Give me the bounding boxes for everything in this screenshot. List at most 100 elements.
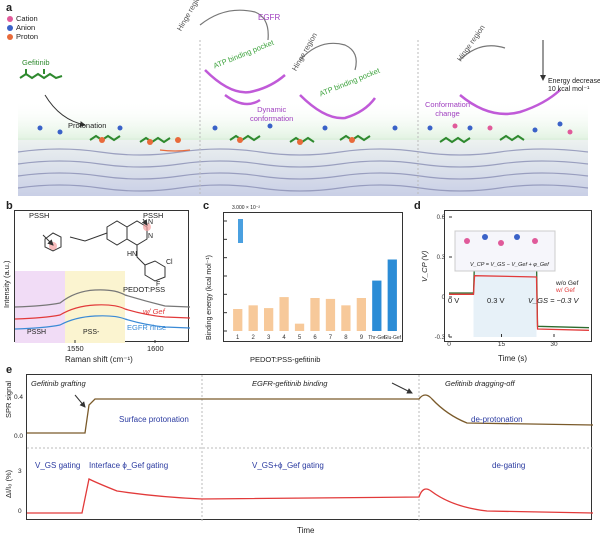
panel-label-c: c	[203, 200, 210, 212]
annot-vgs: V_GS = −0.3 V	[528, 296, 579, 305]
ion-dot	[532, 238, 538, 244]
bar-label-2: 2	[252, 335, 256, 341]
bar-9	[356, 298, 366, 331]
bar-7	[325, 298, 336, 331]
phase-deprotonation: de-protonation	[471, 415, 523, 424]
bar-8	[341, 305, 351, 331]
di-trace	[27, 478, 594, 514]
bar-1	[233, 309, 243, 331]
bar-label-7: 7	[329, 335, 333, 341]
colorbar-label-top: 3.000 × 10⁻²	[232, 205, 261, 211]
bar-label-1: 1	[236, 335, 240, 341]
atom-hn: HN	[127, 251, 138, 258]
panel-a-illustration	[7, 9, 589, 196]
ytick-label: 0.6	[437, 215, 446, 221]
panel-label-b: b	[6, 200, 13, 212]
di-tick-3: 3	[18, 468, 22, 475]
spr-tick-00: 0.0	[14, 433, 24, 440]
bar-label-3: 3	[267, 335, 271, 341]
phase-vgs: V_GS gating	[35, 461, 81, 470]
ion-dot	[498, 240, 504, 246]
bar-6	[310, 298, 320, 331]
ytick-label: -0.3	[435, 335, 446, 341]
xtick-label: 0	[447, 341, 451, 348]
phase-combined: V_GS+ϕ_Gef gating	[252, 461, 324, 470]
raman-ylabel: Intensity (a.u.)	[2, 260, 11, 308]
vcp-xlabel: Time (s)	[498, 354, 528, 363]
bar-Thr-Gef	[372, 280, 382, 331]
region-pssh: PSSH	[27, 329, 47, 336]
label-grafting: Gefitinib grafting	[31, 379, 86, 388]
raman-xtick-1550: 1550	[67, 344, 84, 353]
bar-label-5: 5	[298, 335, 302, 341]
gefitinib-label: Gefitinib	[22, 58, 50, 67]
panel-e-frame: Gefitinib grafting EGFR-gefitinib bindin…	[26, 374, 594, 521]
annot-03v: 0.3 V	[487, 296, 505, 305]
ion-dot	[514, 234, 520, 240]
legend-w-gef: w/ Gef	[556, 287, 575, 294]
energy-label: Energy decrease 10 kcal mol⁻¹	[548, 78, 600, 93]
cation-dot	[7, 16, 13, 22]
bar-2	[248, 305, 258, 331]
pssh-label-1: PSSH	[29, 211, 50, 220]
atom-cl: Cl	[166, 259, 173, 266]
panel-a: Cation Anion Proton Gefitinib EGFR Hinge…	[0, 0, 600, 200]
bar-3	[264, 308, 274, 331]
proton-dot	[7, 34, 13, 40]
bar-label-Thr-Gef: Thr-Gef	[368, 335, 386, 341]
label-dragging: Gefitinib dragging-off	[445, 379, 515, 388]
legend-wo-gef: w/o Gef	[556, 280, 579, 287]
spr-trace	[27, 394, 594, 434]
xtick-label: 15	[498, 341, 506, 348]
inset-illustration	[454, 230, 556, 272]
xtick-label: 30	[550, 341, 558, 348]
label-binding: EGFR-gefitinib binding	[252, 379, 328, 388]
atom-n1: N	[148, 233, 154, 240]
region-pss: PSS-	[83, 329, 100, 336]
raman-xtick-1600: 1600	[147, 344, 164, 353]
series-label-wgef: w/ Gef	[143, 307, 165, 316]
binding-ylabel: Binding energy (kcal mol⁻¹)	[206, 254, 213, 340]
di-ylabel: ΔI/I₀ (%)	[4, 469, 13, 498]
panel-b-frame: PSSH PSSH Cl F HN N N PEDOT:PSS w/ Gef E…	[14, 210, 191, 343]
phase-surface-protonation: Surface protonation	[119, 415, 189, 424]
series-w-gef	[449, 275, 590, 331]
binding-xlabel: PEDOT:PSS-gefitinib	[250, 355, 321, 364]
panel-label-a: a	[6, 2, 13, 14]
vcp-ylabel: V_CP (V)	[420, 250, 429, 282]
atom-f: F	[156, 281, 161, 288]
raman-plot	[14, 218, 191, 343]
bar-label-8: 8	[344, 335, 348, 341]
bar-5	[294, 323, 305, 331]
bar-label-9: 9	[360, 335, 364, 341]
phase-interface: Interface ϕ_Gef gating	[89, 461, 169, 470]
gefitinib-molecule	[19, 69, 63, 80]
protonation-label: Protonation	[68, 121, 107, 130]
dynamic-label: Dynamic conformation	[250, 105, 294, 123]
pssh-label-2: PSSH	[143, 211, 164, 220]
spr-di-plot	[27, 375, 594, 521]
bar-label-6: 6	[313, 335, 317, 341]
spr-ylabel: SPR signal	[4, 380, 13, 418]
bar-label-4: 4	[282, 335, 286, 341]
anion-dot	[7, 25, 13, 31]
di-tick-0: 0	[18, 508, 22, 515]
phase-degating: de-gating	[492, 461, 526, 470]
egfr-label: EGFR	[258, 13, 281, 22]
ytick-label: 0	[442, 295, 446, 301]
inset-equation: V_CP = V_GS − V_Gef + φ_Gef	[470, 262, 549, 268]
atom-n2: N	[148, 219, 154, 226]
egfr-protein	[204, 69, 561, 120]
ion-dot	[482, 234, 488, 240]
bar-4	[279, 297, 289, 331]
time-xlabel: Time	[297, 526, 315, 535]
conformation-change-label: Conformation change	[425, 100, 471, 118]
colorbar	[238, 219, 243, 243]
panel-label-d: d	[414, 200, 421, 212]
raman-xlabel: Raman shift (cm⁻¹)	[65, 355, 133, 364]
legend-cation: Cation	[16, 14, 38, 23]
